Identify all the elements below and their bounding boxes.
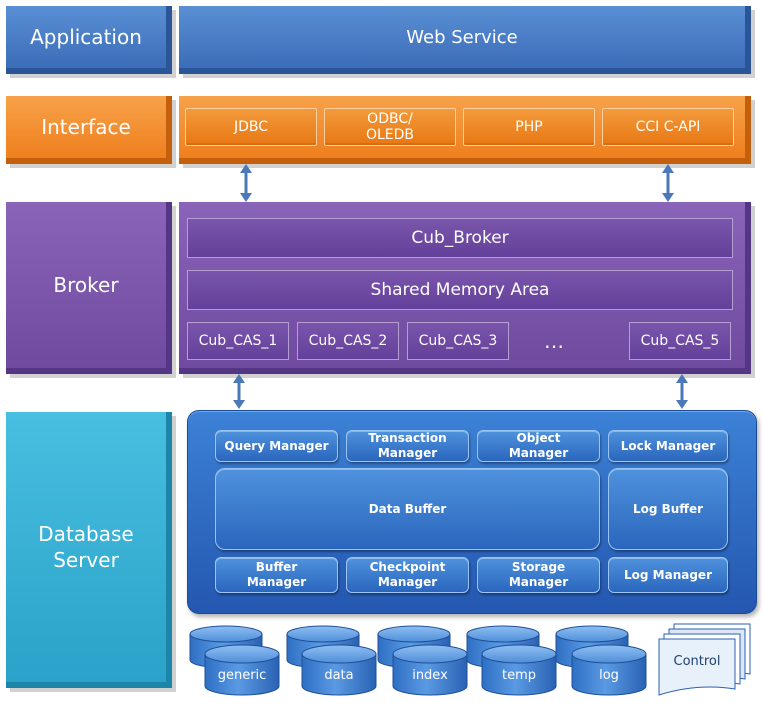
volume-generic-label: generic xyxy=(218,668,267,683)
lock-manager-box: Lock Manager xyxy=(608,430,728,462)
volume-log-cylinder-icon xyxy=(571,644,647,696)
cub-cas-1: Cub_CAS_1 xyxy=(187,322,289,360)
web-service-box: Web Service xyxy=(179,6,751,74)
control-file-label: Control xyxy=(674,654,721,669)
transaction-manager-box: Transaction Manager xyxy=(346,430,469,462)
cub-cas-3: Cub_CAS_3 xyxy=(407,322,509,360)
volume-index-cylinder-icon xyxy=(392,644,468,696)
volume-data-cylinder-icon xyxy=(301,644,377,696)
arrow-jdbc-broker xyxy=(240,164,252,202)
cub-cas-2: Cub_CAS_2 xyxy=(297,322,399,360)
jdbc-box: JDBC xyxy=(185,108,317,146)
odbc-oledb-box: ODBC/ OLEDB xyxy=(324,108,456,146)
arrow-cci-broker xyxy=(662,164,674,202)
broker-layer-label: Broker xyxy=(6,202,172,374)
cci-capi-box: CCI C-API xyxy=(602,108,734,146)
object-manager-box: Object Manager xyxy=(477,430,600,462)
control-file-icon xyxy=(658,623,751,696)
log-buffer-box: Log Buffer xyxy=(608,468,728,550)
database-panel: Query Manager Transaction Manager Object… xyxy=(187,410,757,614)
application-layer-label: Application xyxy=(6,6,172,74)
volume-index-label: index xyxy=(412,668,448,683)
interface-layer-label: Interface xyxy=(6,96,172,164)
log-manager-box: Log Manager xyxy=(608,557,728,593)
buffer-manager-box: Buffer Manager xyxy=(215,557,338,593)
broker-panel: Cub_Broker Shared Memory Area Cub_CAS_1 … xyxy=(179,202,751,374)
cub-broker-bar: Cub_Broker xyxy=(187,218,733,258)
cub-cas-5: Cub_CAS_5 xyxy=(629,322,731,360)
database-layer-label: Database Server xyxy=(6,412,172,688)
volume-generic-cylinder-icon xyxy=(204,644,280,696)
volume-temp-cylinder-icon xyxy=(481,644,557,696)
arrow-cas5-db xyxy=(676,374,688,409)
volume-log-label: log xyxy=(599,668,619,683)
php-box: PHP xyxy=(463,108,595,146)
query-manager-box: Query Manager xyxy=(215,430,338,462)
volume-temp-label: temp xyxy=(502,668,536,683)
storage-manager-box: Storage Manager xyxy=(477,557,600,593)
arrow-cas1-db xyxy=(233,374,245,409)
data-buffer-box: Data Buffer xyxy=(215,468,600,550)
interface-panel: JDBC ODBC/ OLEDB PHP CCI C-API xyxy=(179,96,751,164)
volume-data-label: data xyxy=(324,668,353,683)
cas-ellipsis: … xyxy=(544,329,564,353)
shared-memory-bar: Shared Memory Area xyxy=(187,270,733,310)
checkpoint-manager-box: Checkpoint Manager xyxy=(346,557,469,593)
